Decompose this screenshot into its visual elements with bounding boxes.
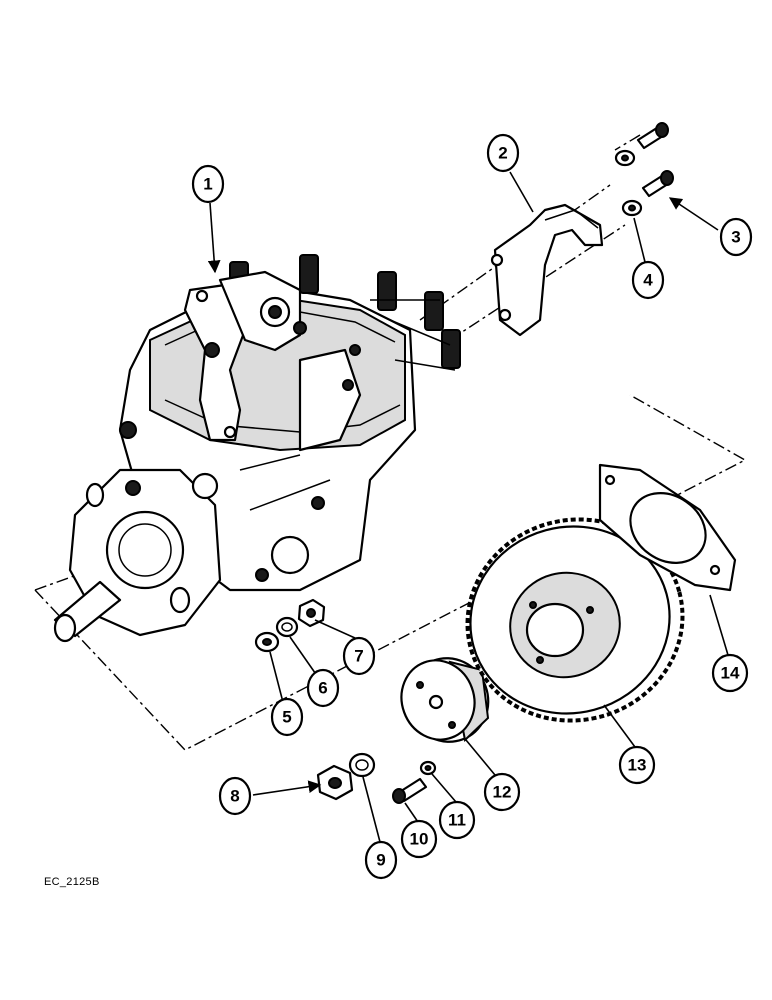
svg-text:11: 11: [448, 811, 466, 830]
callout-6: 6: [306, 668, 340, 708]
svg-text:7: 7: [354, 647, 363, 666]
washer: [614, 149, 643, 217]
washer-5: [254, 631, 280, 653]
callout-4: 4: [631, 260, 665, 300]
gear: [465, 517, 685, 723]
callout-7: 7: [342, 636, 376, 676]
svg-text:3: 3: [731, 228, 740, 247]
svg-text:1: 1: [203, 175, 212, 194]
svg-text:12: 12: [493, 783, 512, 802]
leader-lines: [207, 171, 729, 843]
callout-12: 12: [483, 772, 521, 812]
callout-3: 3: [719, 217, 753, 257]
hub: [400, 657, 490, 743]
callout-14: 14: [711, 653, 749, 693]
svg-text:8: 8: [230, 787, 239, 806]
gasket: [598, 463, 737, 592]
svg-text:10: 10: [410, 830, 429, 849]
svg-text:6: 6: [318, 679, 327, 698]
nut-7: [297, 598, 326, 628]
svg-text:9: 9: [376, 851, 385, 870]
callout-5: 5: [270, 697, 304, 737]
callout-8: 8: [218, 776, 252, 816]
callout-1: 1: [191, 164, 225, 204]
callout-13: 13: [618, 745, 656, 785]
callout-2: 2: [486, 133, 520, 173]
svg-text:14: 14: [721, 664, 740, 683]
nut-8: [316, 764, 354, 801]
callout-10: 10: [400, 819, 438, 859]
svg-text:4: 4: [643, 271, 653, 290]
svg-text:2: 2: [498, 144, 507, 163]
bolt: [636, 122, 674, 198]
callout-9: 9: [364, 840, 398, 880]
callout-11: 11: [438, 800, 476, 840]
svg-text:5: 5: [282, 708, 291, 727]
svg-text:13: 13: [628, 756, 647, 775]
figure-reference-code: EC_2125B: [44, 876, 100, 888]
lock-washer-6: [275, 616, 299, 638]
washer-11: [419, 760, 437, 776]
bolt-10: [392, 777, 428, 804]
injection-pump: [53, 254, 461, 643]
lock-washer-9: [348, 752, 376, 778]
bracket: [490, 203, 604, 337]
